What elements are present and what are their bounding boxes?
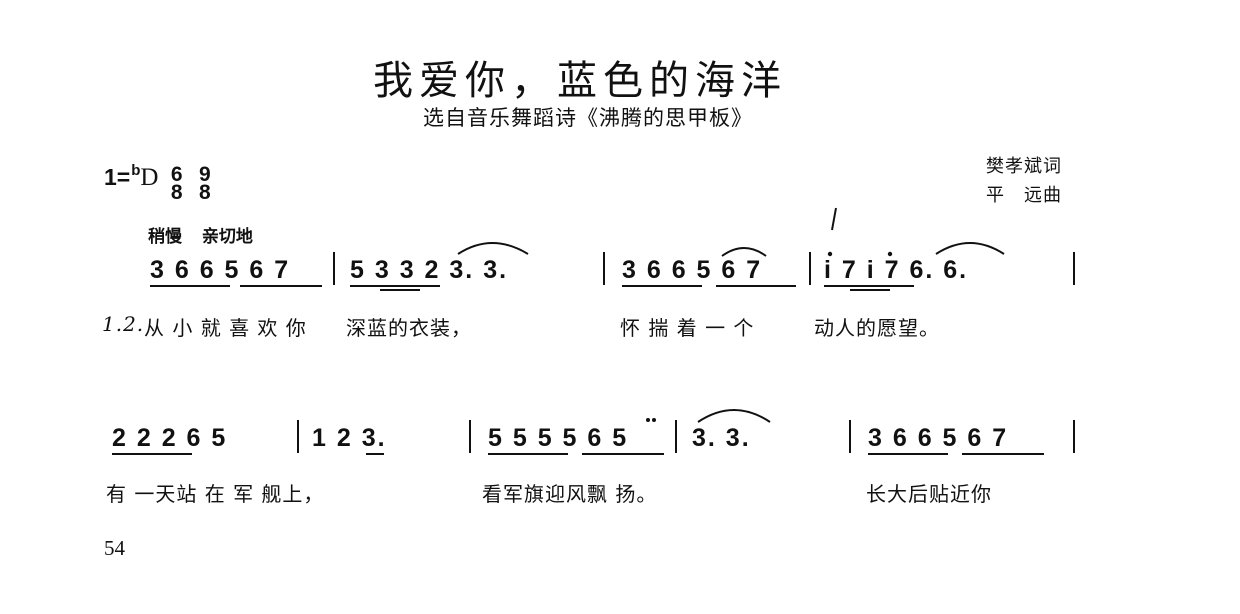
page-number: 54 [104,536,125,560]
lyricist-credit: 樊孝斌词 [986,156,1062,177]
line1-lyric-2: 深蓝的衣装， [346,316,472,340]
slur [457,242,529,255]
song-subtitle: 选自音乐舞蹈诗《沸腾的思甲板》 [423,106,753,130]
line2-lyric-3: 长大后贴近你 [866,482,992,506]
ornament-dot [646,418,650,422]
key-signature: 1=bD 6 8 9 8 [104,162,221,204]
line1-measure-2: 5 3 3 2 3. 3. [350,256,509,284]
time-sig-2-bottom: 8 [198,181,211,204]
line1-lyric-4: 动人的愿望。 [814,316,940,340]
line2-measure-3: 5 5 5 5 6 5 [488,424,629,452]
song-title: 我爱你，蓝色的海洋 [373,58,787,104]
line1-measure-3: 3 6 6 5 6 7 [622,256,763,284]
ornament-dot [652,418,656,422]
line2-measure-4: 3. 3. [692,424,751,452]
line1-lyric-1: 从 小 就 喜 欢 你 [144,316,307,340]
octave-dot [827,251,833,257]
line1-lyric-3: 怀 揣 着 一 个 [620,316,755,340]
time-signature-1: 6 8 [170,163,183,204]
flat-symbol-icon: b [131,162,141,179]
time-sig-1-bottom: 8 [170,181,183,204]
pen-mark [831,207,837,231]
line1-measure-1: 3 6 6 5 6 7 [150,256,291,284]
line2-measure-2: 1 2 3. [312,424,387,452]
line2-lyric-1: 有 一天站 在 军 舰上， [106,482,325,506]
slur [721,247,767,257]
key-prefix: 1= [104,164,131,190]
tempo-marking: 稍慢 亲切地 [148,227,253,247]
octave-dot [887,251,893,257]
time-signature-2: 9 8 [198,163,211,204]
slur [935,242,1005,255]
key-note: D [140,164,159,191]
time-sig-2-top: 9 [198,163,211,186]
line2-lyric-2: 看军旗迎风飘 扬。 [482,482,658,506]
time-sig-1-top: 6 [170,163,183,186]
composer-credit: 平 远曲 [986,185,1062,206]
slur [697,409,771,423]
line1-verse-number: 1.2. [102,312,145,336]
line1-measure-4: i 7 i 7 6. 6. [824,256,969,284]
line2-measure-5: 3 6 6 5 6 7 [868,424,1009,452]
line2-measure-1: 2 2 2 6 5 [112,424,228,452]
